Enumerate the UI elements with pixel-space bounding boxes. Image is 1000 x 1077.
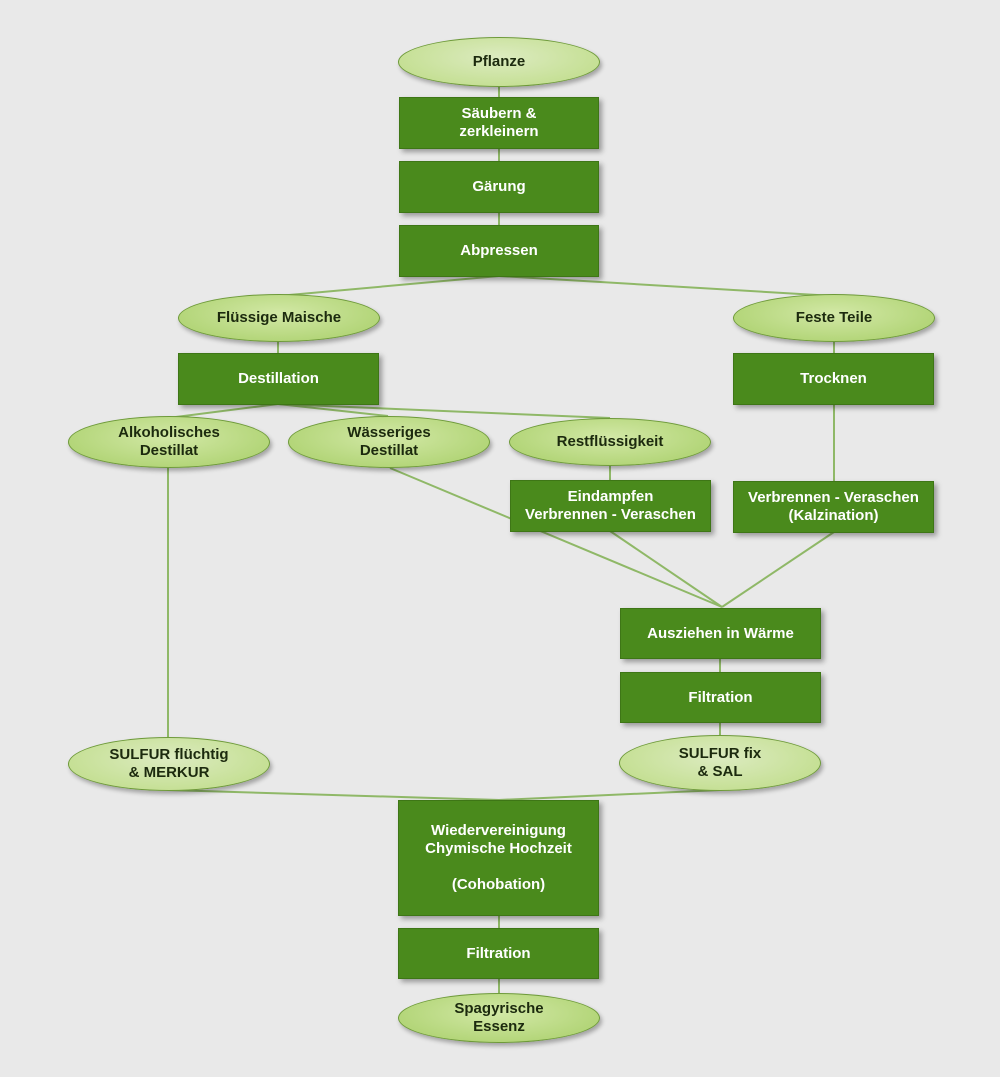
connector-destillation-rest	[277, 403, 611, 419]
node-verbrennen-kalzination: Verbrennen - Veraschen (Kalzination)	[733, 481, 934, 533]
node-fluessige-maische: Flüssige Maische	[178, 294, 380, 342]
node-filtration-2: Filtration	[398, 928, 599, 979]
node-wiedervereinigung: Wiedervereinigung Chymische Hochzeit (Co…	[398, 800, 599, 916]
connector-destillation-waesserig	[277, 403, 389, 417]
node-waesseriges-destillat: Wässeriges Destillat	[288, 416, 490, 468]
node-gaerung: Gärung	[399, 161, 599, 213]
connector-eindampfen-ausziehen	[609, 530, 723, 608]
node-sulfur-fluechtig-merkur: SULFUR flüchtig & MERKUR	[68, 737, 270, 791]
node-eindampfen-verbrennen: Eindampfen Verbrennen - Veraschen	[510, 480, 711, 532]
node-saeubern-zerkleinern: Säubern & zerkleinern	[399, 97, 599, 149]
node-feste-teile: Feste Teile	[733, 294, 935, 342]
connector-kalzination-ausziehen	[721, 531, 835, 608]
connector-waesserig-ausziehen	[389, 467, 723, 608]
node-spagyrische-essenz: Spagyrische Essenz	[398, 993, 600, 1043]
node-abpressen: Abpressen	[399, 225, 599, 277]
node-trocknen: Trocknen	[733, 353, 934, 405]
connector-abpressen-fluessige-maische	[277, 275, 500, 297]
node-sulfur-fix-sal: SULFUR fix & SAL	[619, 735, 821, 791]
node-filtration-1: Filtration	[620, 672, 821, 723]
connector-sulfur-fluechtig-wieder	[167, 789, 500, 801]
node-restfluessigkeit: Restflüssigkeit	[509, 418, 711, 466]
node-pflanze: Pflanze	[398, 37, 600, 87]
node-ausziehen-in-waerme: Ausziehen in Wärme	[620, 608, 821, 659]
connector-abpressen-feste-teile	[498, 275, 835, 297]
connector-sulfur-fix-wieder	[498, 789, 721, 801]
node-destillation: Destillation	[178, 353, 379, 405]
node-alkoholisches-destillat: Alkoholisches Destillat	[68, 416, 270, 468]
